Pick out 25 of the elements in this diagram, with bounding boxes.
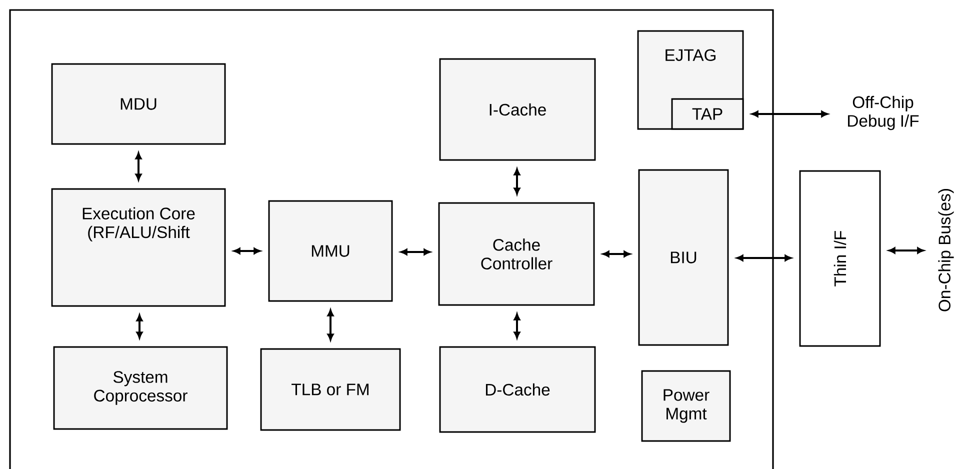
block-box: System Coprocessor xyxy=(53,346,228,430)
arrow xyxy=(514,168,520,194)
arrow xyxy=(136,314,143,338)
interface-label: Off-Chip Debug I/F xyxy=(848,96,919,130)
arrow xyxy=(888,247,924,254)
block-box: Cache Controller xyxy=(438,202,595,306)
block-box: Execution Core (RF/ALU/Shift xyxy=(51,188,226,307)
block-box: TAP xyxy=(671,98,744,130)
interface-box: Thin I/F xyxy=(799,170,881,347)
block-box: BIU xyxy=(638,169,729,346)
arrow xyxy=(602,250,630,258)
block-box: MDU xyxy=(51,63,226,145)
arrow xyxy=(514,314,520,338)
block-box: Power Mgmt xyxy=(641,370,731,442)
block-box: MMU xyxy=(268,200,393,302)
arrow xyxy=(327,310,334,340)
arrow xyxy=(400,248,430,256)
arrow xyxy=(135,152,142,180)
arrow xyxy=(234,248,260,254)
block-box: TLB or FM xyxy=(260,348,401,431)
arrow xyxy=(752,110,828,118)
arrow xyxy=(736,254,792,262)
bus-label: On-Chip Bus(es) xyxy=(938,189,954,312)
block-box: D-Cache xyxy=(439,346,596,433)
block-box: I-Cache xyxy=(439,58,596,161)
